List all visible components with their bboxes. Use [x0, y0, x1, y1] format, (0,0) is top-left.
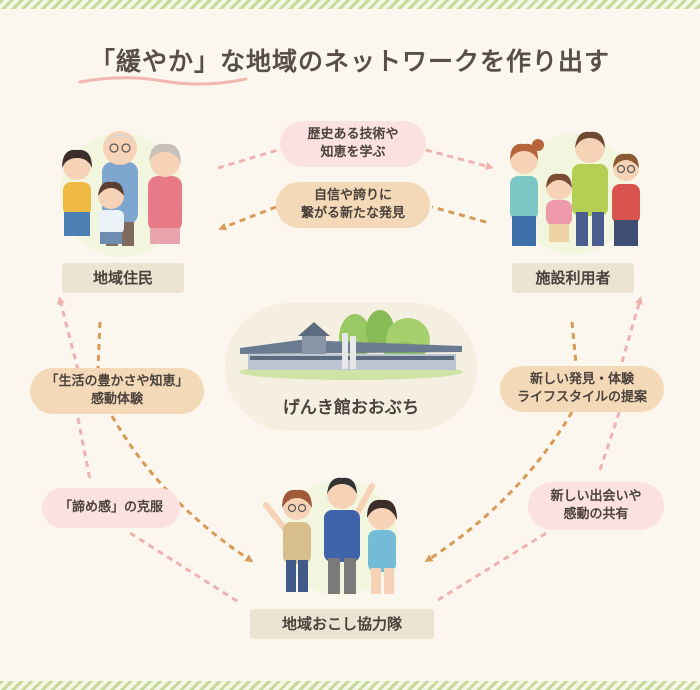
pill-left-tan-line2: 感動体験 — [90, 392, 143, 407]
diagram-title: 「緩やか」な地域のネットワークを作り出す — [89, 47, 610, 76]
pill-left-tan-line1: 「生活の豊かさや知恵」 — [45, 374, 189, 389]
mother-figure — [62, 149, 92, 236]
building — [240, 322, 462, 370]
cooperator-man-figure — [324, 477, 375, 594]
arrow-right-tan-lower — [424, 411, 574, 563]
arrow-left-pink-upper — [57, 296, 80, 371]
arrow-left-tan-lower — [110, 415, 254, 563]
cooperator-girl-figure — [367, 499, 397, 594]
title-underline — [78, 76, 248, 86]
arrow-left-tan-upper — [96, 321, 102, 369]
pill-right-pink: 新しい出会いや 感動の共有 — [528, 482, 664, 530]
pill-top-pink: 歴史ある技術や 知恵を学ぶ — [280, 121, 426, 167]
arrow-top-tan-left — [218, 205, 277, 231]
pill-right-pink-line2: 感動の共有 — [563, 507, 629, 522]
father-figure — [572, 131, 608, 246]
pill-top-tan-line1: 自信や誇りに — [313, 188, 392, 203]
arrow-top-tan-right — [431, 205, 487, 224]
pill-right-tan: 新しい発見・体験 ライフスタイルの提案 — [500, 366, 664, 412]
pill-top-pink-line1: 歴史ある技術や — [307, 127, 399, 142]
pill-right-tan-line2: ライフスタイルの提案 — [516, 390, 647, 405]
pill-top-tan-line2: 繋がる新たな発見 — [300, 206, 405, 221]
woman-figure — [510, 139, 544, 246]
pill-left-pink: 「諦め感」の克服 — [42, 488, 180, 528]
pill-right-tan-line1: 新しい発見・体験 — [529, 372, 634, 387]
cooperator-woman-figure — [263, 489, 312, 592]
pill-top-tan: 自信や誇りに 繋がる新たな発見 — [276, 182, 430, 228]
pill-top-pink-line2: 知恵を学ぶ — [320, 145, 386, 160]
grandma-figure — [148, 143, 182, 244]
pill-left-tan: 「生活の豊かさや知恵」 感動体験 — [30, 368, 204, 414]
pill-left-pink-line1: 「諦め感」の克服 — [58, 500, 163, 515]
arrow-top-pink-right — [425, 148, 494, 170]
girl-figure — [546, 173, 572, 242]
glasses-man-figure — [612, 153, 640, 246]
users-label: 施設利用者 — [512, 263, 634, 293]
residents-label: 地域住民 — [62, 263, 184, 293]
boy-figure — [98, 181, 124, 244]
pill-right-pink-line1: 新しい出会いや — [550, 489, 642, 504]
cooperators-label: 地域おこし協力隊 — [250, 609, 434, 639]
arrow-right-tan-upper — [570, 321, 578, 365]
top-stripe-border — [0, 0, 700, 9]
facility-name: げんき館おおぶち — [282, 398, 420, 418]
bottom-stripe-border — [0, 681, 700, 690]
